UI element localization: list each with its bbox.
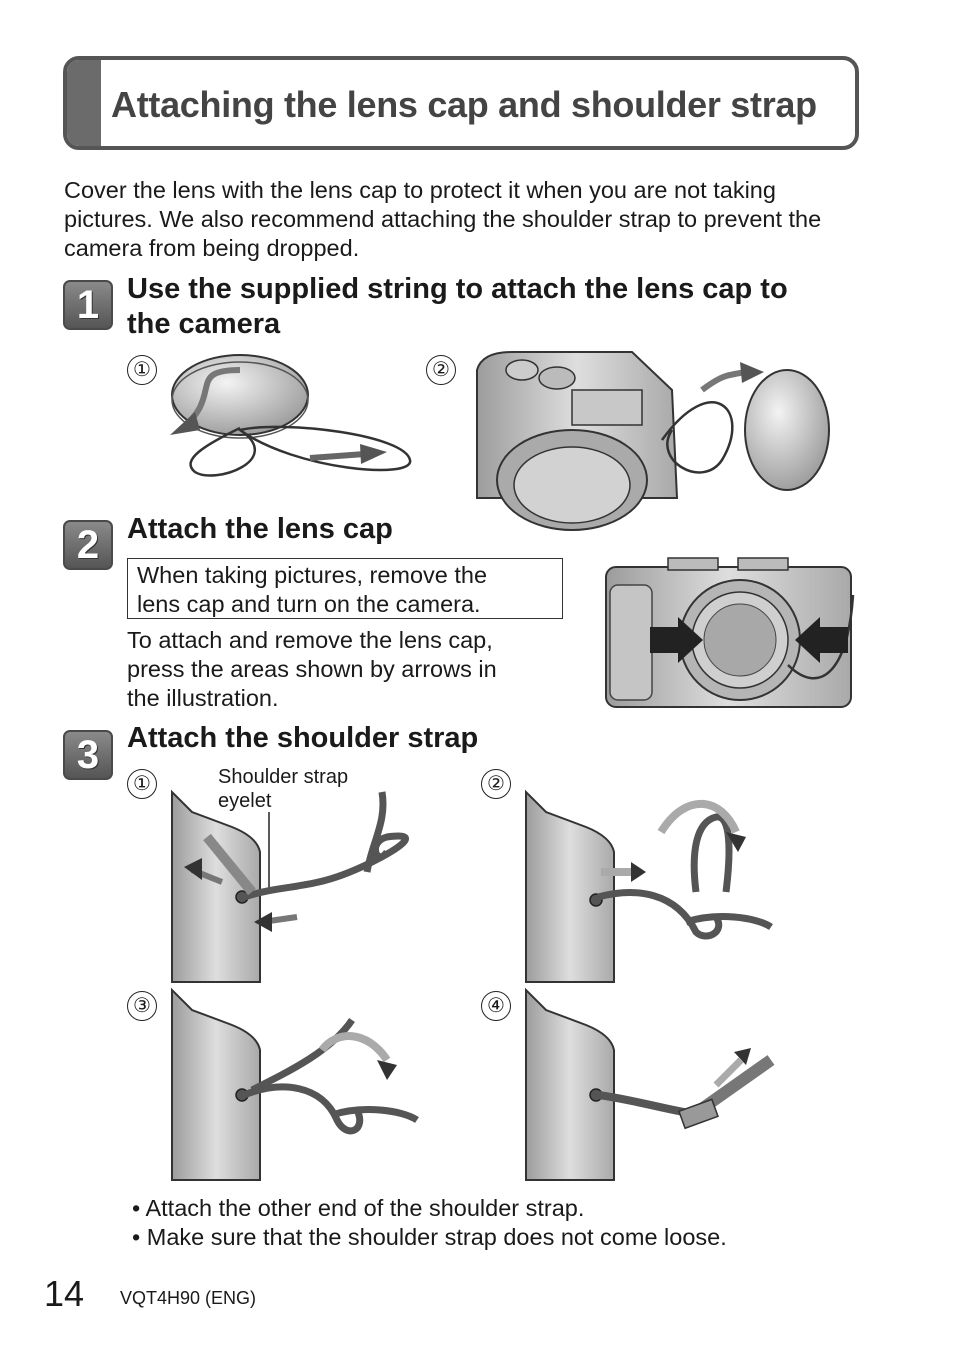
step-2-heading: Attach the lens cap [127,513,393,545]
step-1-sub-number-2: ② [426,355,456,385]
bullet-list: • Attach the other end of the shoulder s… [132,1194,727,1252]
eyelet-label-line1: Shoulder strap [218,766,349,788]
step-2-note-line1: When taking pictures, remove the [137,562,488,588]
step-3-badge: 3 [63,730,113,780]
step-1-heading-line1: Use the supplied string to attach the le… [127,273,788,305]
step-1-heading: Use the supplied string to attach the le… [127,272,788,342]
page-title: Attaching the lens cap and shoulder stra… [111,84,817,125]
title-banner: Attaching the lens cap and shoulder stra… [63,56,859,150]
step-3-sub-number-2: ② [481,769,511,799]
step-2-text: To attach and remove the lens cap, press… [127,626,497,713]
strap-step-4-illustration [525,987,775,1181]
banner-accent-bar [67,60,101,146]
eyelet-label-line2: eyelet [218,790,272,812]
strap-step-2-illustration [525,789,773,983]
step-3-heading: Attach the shoulder strap [127,722,479,754]
strap-step-3-illustration [171,987,419,1181]
step-2-text-line2: press the areas shown by arrows in [127,656,497,682]
step-1-heading-line2: the camera [127,308,281,340]
step-2-text-line3: the illustration. [127,685,279,711]
bullet-item-2: • Make sure that the shoulder strap does… [132,1224,727,1250]
bullet-item-1: • Attach the other end of the shoulder s… [132,1195,585,1221]
step-2-text-line1: To attach and remove the lens cap, [127,627,493,653]
step-2-note-line2: lens cap and turn on the camera. [137,591,481,617]
step-1-sub-number-1: ① [127,355,157,385]
camera-front-lens-cap-illustration [605,557,855,708]
step-1-badge: 1 [63,280,113,330]
camera-with-lens-cap-illustration [476,351,830,531]
intro-paragraph: Cover the lens with the lens cap to prot… [64,177,822,261]
page-number: 14 [44,1273,85,1314]
step-3-sub-number-4: ④ [481,991,511,1021]
step-3-sub-number-3: ③ [127,991,157,1021]
strap-step-1-illustration [171,789,409,983]
lens-cap-string-illustration [170,354,412,477]
step-3-sub-number-1: ① [127,769,157,799]
shoulder-strap-eyelet-label: Shoulder strap eyelet [218,765,348,813]
step-2-note-box: When taking pictures, remove the lens ca… [127,558,563,619]
document-code: VQT4H90 (ENG) [120,1288,257,1308]
step-2-badge: 2 [63,520,113,570]
